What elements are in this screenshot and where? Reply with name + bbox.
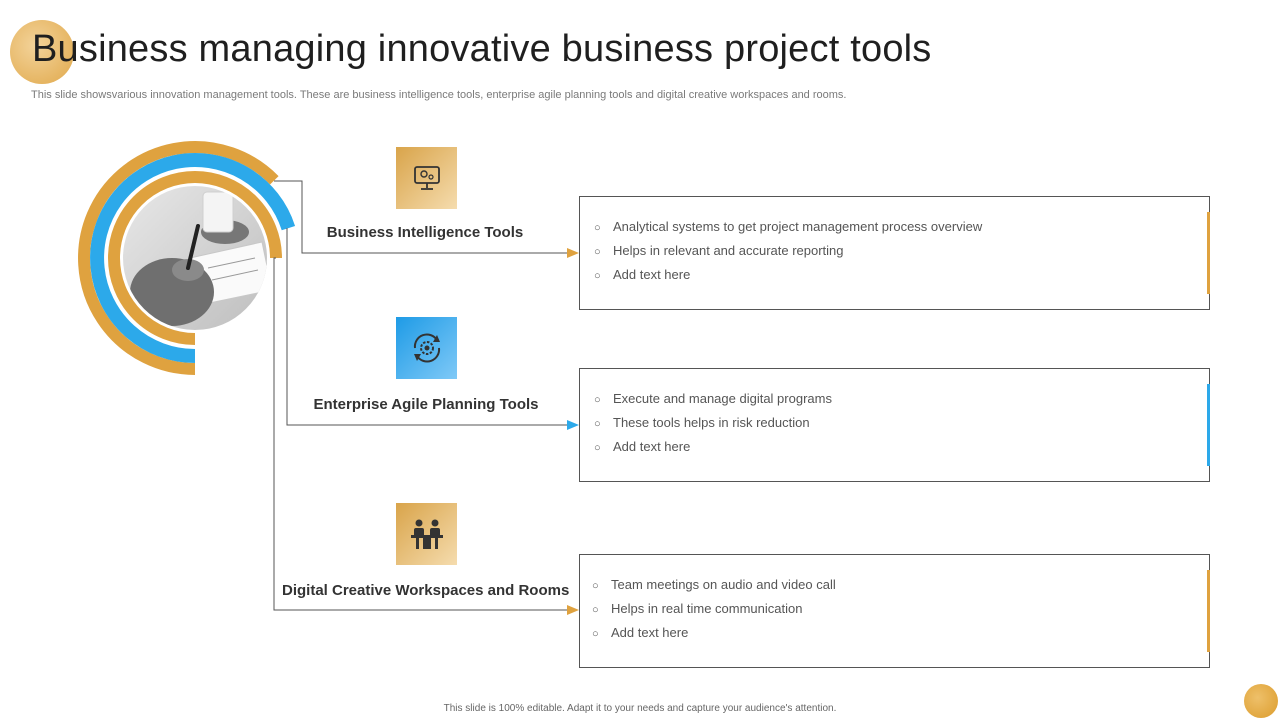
blue-ring — [90, 153, 296, 363]
outer-gold-ring — [78, 141, 279, 375]
list-item: ○Analytical systems to get project manag… — [594, 219, 983, 234]
card-accent-bar — [1207, 384, 1210, 466]
card-digital-creative: ○Team meetings on audio and video call ○… — [579, 554, 1210, 668]
arrow-3 — [567, 605, 579, 615]
ring-graphic — [78, 141, 296, 375]
page-subtitle: This slide showsvarious innovation manag… — [31, 89, 847, 101]
list-item: ○Add text here — [594, 267, 691, 282]
tool-label-digital-creative: Digital Creative Workspaces and Rooms — [282, 582, 570, 599]
corner-decor-circle — [1244, 684, 1278, 718]
monitor-gears-icon — [396, 147, 457, 209]
list-item: ○Helps in real time communication — [592, 601, 803, 616]
list-item: ○Team meetings on audio and video call — [592, 577, 836, 592]
footer-note: This slide is 100% editable. Adapt it to… — [443, 703, 837, 714]
list-item: ○Add text here — [594, 439, 691, 454]
list-item: ○Execute and manage digital programs — [594, 391, 832, 406]
card-accent-bar — [1207, 570, 1210, 652]
card-accent-bar — [1207, 212, 1210, 294]
inner-gold-ring — [108, 171, 282, 345]
card-business-intelligence: ○Analytical systems to get project manag… — [579, 196, 1210, 310]
list-item: ○These tools helps in risk reduction — [594, 415, 810, 430]
tool-label-business-intelligence: Business Intelligence Tools — [326, 224, 524, 241]
card-enterprise-agile: ○Execute and manage digital programs ○Th… — [579, 368, 1210, 482]
arrow-1 — [567, 248, 579, 258]
list-item: ○Helps in relevant and accurate reportin… — [594, 243, 844, 258]
meeting-table-icon — [396, 503, 457, 565]
page-title: Business managing innovative business pr… — [32, 28, 932, 70]
connector-lines — [273, 180, 579, 615]
tool-label-enterprise-agile: Enterprise Agile Planning Tools — [313, 396, 539, 413]
list-item: ○Add text here — [592, 625, 689, 640]
arrow-2 — [567, 420, 579, 430]
title-decor-circle — [10, 20, 74, 84]
writing-hand-photo — [123, 186, 267, 330]
cycle-gear-icon — [396, 317, 457, 379]
